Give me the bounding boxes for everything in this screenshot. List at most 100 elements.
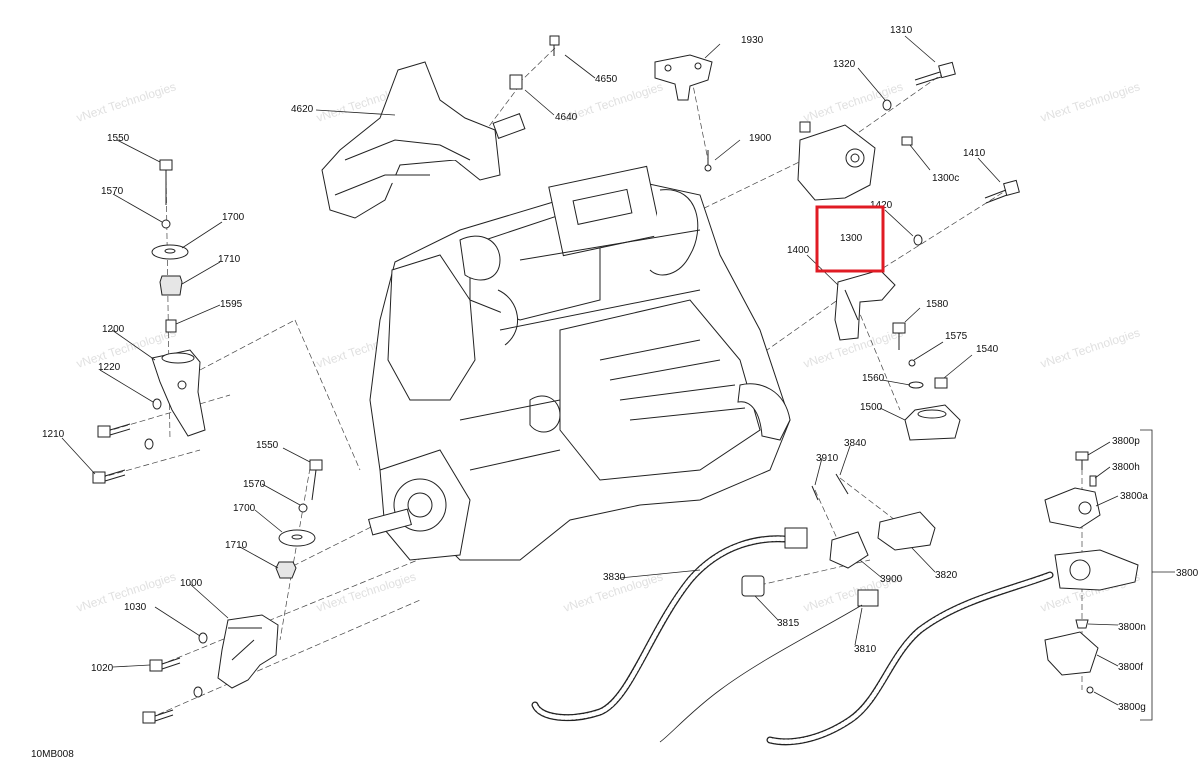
callout-3820: 3820 xyxy=(935,570,958,581)
part-1300c xyxy=(797,121,876,201)
watermark: vNext Technologies xyxy=(1039,79,1142,124)
callout-1570: 1570 xyxy=(101,186,124,197)
part-1570-top xyxy=(161,219,171,229)
assembly-line xyxy=(294,319,361,471)
callout-3800n: 3800n xyxy=(1118,622,1146,633)
engine-assembly xyxy=(367,165,791,561)
part-3815 xyxy=(741,575,765,597)
part-1580 xyxy=(892,322,906,350)
assembly-line xyxy=(99,449,201,479)
callout-3800: 3800 xyxy=(1176,568,1199,579)
part-1570-bottom xyxy=(298,503,308,513)
callout-1200: 1200 xyxy=(102,324,125,335)
assembly-line xyxy=(814,489,841,546)
part-4620 xyxy=(321,61,526,219)
part-1020 xyxy=(142,657,181,724)
callout-1595: 1595 xyxy=(220,299,243,310)
callout-3810: 3810 xyxy=(854,644,877,655)
part-1400 xyxy=(834,269,896,341)
part-1575 xyxy=(908,359,916,367)
callout-1020: 1020 xyxy=(91,663,114,674)
assembly-line xyxy=(839,477,896,521)
part-1930 xyxy=(654,54,713,101)
callout-1700: 1700 xyxy=(233,503,256,514)
assembly-line xyxy=(284,519,386,571)
callout-1310: 1310 xyxy=(890,25,913,36)
part-3820 xyxy=(877,511,936,551)
callout-1570: 1570 xyxy=(243,479,266,490)
part-1030 xyxy=(193,632,208,698)
watermark: vNext Technologies xyxy=(75,79,178,124)
callout-1030: 1030 xyxy=(124,602,147,613)
callout-3840: 3840 xyxy=(844,438,867,449)
part-3810 xyxy=(659,589,879,743)
part-1300c-bolt xyxy=(901,136,913,146)
callout-1400: 1400 xyxy=(787,245,810,256)
callout-3800f: 3800f xyxy=(1118,662,1143,673)
callout-1550: 1550 xyxy=(107,133,130,144)
assembly-line xyxy=(689,69,709,161)
callout-3910: 3910 xyxy=(816,453,839,464)
group-bracket xyxy=(1140,429,1153,721)
part-3800f xyxy=(1044,631,1099,676)
part-3830-harness xyxy=(531,527,808,722)
assembly-line xyxy=(759,269,881,356)
callout-3800g: 3800g xyxy=(1118,702,1146,713)
callout-1550: 1550 xyxy=(256,440,279,451)
part-1900 xyxy=(704,150,712,172)
callout-1210: 1210 xyxy=(42,429,65,440)
callout-1300c: 1300c xyxy=(932,173,959,184)
callout-1320: 1320 xyxy=(833,59,856,70)
assembly-line xyxy=(104,394,231,433)
part-3800-harness xyxy=(766,549,1139,746)
callout-1560: 1560 xyxy=(862,373,885,384)
part-1700-bottom xyxy=(278,529,316,547)
watermark: vNext Technologies xyxy=(1039,325,1142,370)
callout-3900: 3900 xyxy=(880,574,903,585)
highlight-box xyxy=(815,205,885,273)
part-1410 xyxy=(984,179,1020,204)
assembly-line xyxy=(519,47,556,83)
assembly-line xyxy=(854,71,946,136)
part-3840 xyxy=(835,473,849,495)
assembly-line xyxy=(879,187,1011,271)
part-1420 xyxy=(913,234,923,246)
part-1310 xyxy=(914,61,956,86)
callout-1710: 1710 xyxy=(225,540,248,551)
callout-4620: 4620 xyxy=(291,104,314,115)
callout-1000: 1000 xyxy=(180,578,203,589)
callout-4640: 4640 xyxy=(555,112,578,123)
part-3800p xyxy=(1075,451,1089,470)
part-1540 xyxy=(934,377,948,389)
callout-3830: 3830 xyxy=(603,572,626,583)
callout-1580: 1580 xyxy=(926,299,949,310)
callout-1410: 1410 xyxy=(963,148,986,159)
callout-1710: 1710 xyxy=(218,254,241,265)
callout-3800p: 3800p xyxy=(1112,436,1140,447)
connector xyxy=(509,74,523,90)
callout-1700: 1700 xyxy=(222,212,245,223)
part-1560 xyxy=(908,381,924,389)
assembly-line xyxy=(279,467,311,641)
part-1550-bottom xyxy=(309,459,323,501)
callout-1500: 1500 xyxy=(860,402,883,413)
assembly-line xyxy=(199,319,296,371)
callout-1540: 1540 xyxy=(976,344,999,355)
diagram-code: 10MB008 xyxy=(31,749,74,760)
part-1595 xyxy=(165,319,177,333)
callout-1220: 1220 xyxy=(98,362,121,373)
callout-3815: 3815 xyxy=(777,618,800,629)
callout-3800h: 3800h xyxy=(1112,462,1140,473)
part-1710-top xyxy=(159,275,183,296)
callout-1900: 1900 xyxy=(749,133,772,144)
part-1500 xyxy=(904,404,961,441)
part-4650 xyxy=(549,35,560,56)
part-1710-bottom xyxy=(275,561,297,579)
part-3800a xyxy=(1044,487,1101,529)
part-1200 xyxy=(151,349,206,437)
part-3800h xyxy=(1089,475,1097,487)
part-3800g xyxy=(1086,686,1094,694)
part-1210 xyxy=(92,423,131,484)
